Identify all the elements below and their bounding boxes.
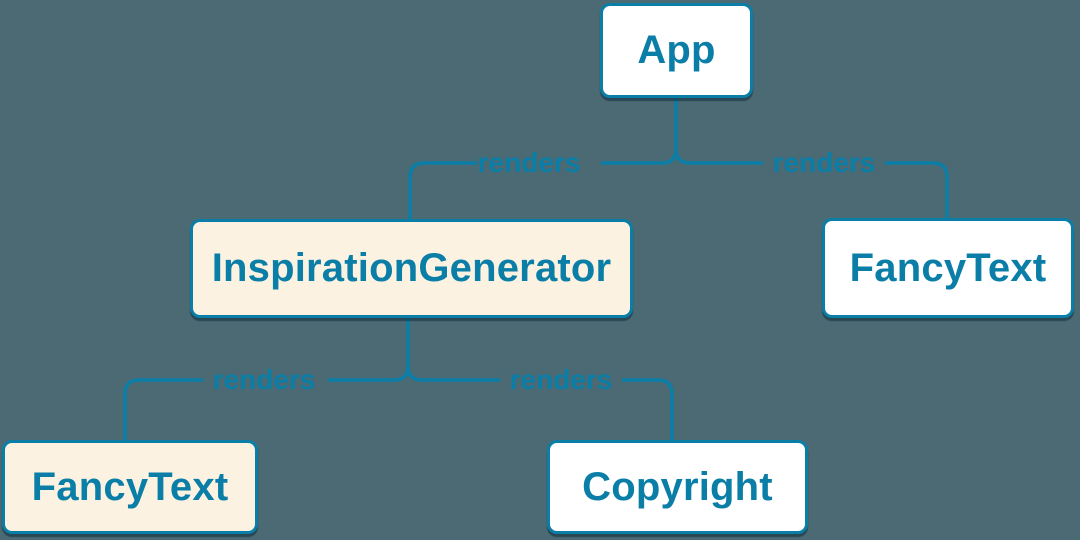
edge-label-app-inspiration: renders (477, 147, 581, 178)
edge-app-inspiration-down (408, 161, 477, 220)
node-app: App (600, 3, 753, 98)
node-inspiration-generator: InspirationGenerator (190, 219, 633, 318)
edge-app-fancytext-right (674, 148, 763, 165)
node-copyright: Copyright (547, 440, 808, 534)
edge-label-inspiration-copyright: renders (509, 364, 613, 395)
edge-label-inspiration-fancytext: renders (212, 364, 316, 395)
node-app-label: App (637, 28, 716, 72)
edge-inspiration-copyright-down (622, 378, 674, 441)
node-copyright-label: Copyright (582, 464, 773, 509)
node-fancy-text-top-label: FancyText (849, 245, 1047, 290)
node-fancy-text-bottom: FancyText (2, 440, 258, 534)
node-inspiration-generator-label: InspirationGenerator (211, 246, 612, 290)
node-fancy-text-bottom-label: FancyText (31, 464, 229, 509)
edge-app-inspiration-left (601, 148, 678, 165)
node-fancy-text-top: FancyText (822, 218, 1074, 318)
edge-inspiration-fancytext-left (328, 365, 410, 382)
edge-inspiration-copyright-right (406, 365, 500, 382)
edge-label-app-fancytext: renders (772, 147, 876, 178)
edge-inspiration-fancytext-down (123, 378, 203, 441)
edge-app-fancytext-down (885, 161, 949, 219)
